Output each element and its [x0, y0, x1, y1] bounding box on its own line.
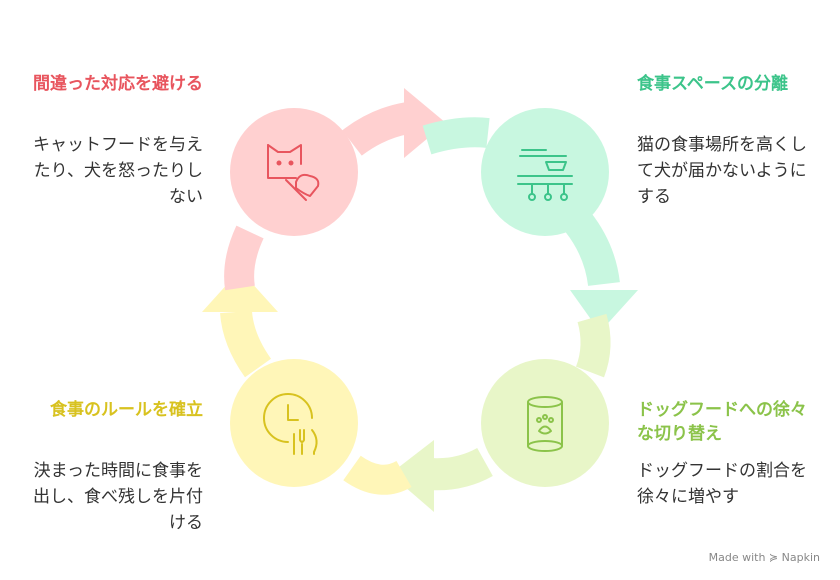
step-title-establish-rules: 食事のルールを確立 — [50, 400, 203, 420]
step-description-establish-rules: 決まった時間に食事を出し、食べ残しを片付ける — [33, 461, 203, 533]
step-circle-establish-rules — [230, 359, 358, 487]
pet-food-can-icon — [527, 396, 563, 452]
step-circle-avoid-mistakes — [230, 108, 358, 236]
arrow-green-to-lime — [565, 212, 638, 378]
step-description-avoid-mistakes: キャットフードを与えたり、犬を怒ったりしない — [33, 135, 203, 207]
step-circle-separate-space — [481, 108, 609, 236]
step-title-switch-food: ドッグフードへの徐々な切り替え — [637, 400, 807, 444]
footer-credit: Made with ≽ Napkin — [708, 551, 820, 564]
arrow-lime-to-yellow — [343, 440, 493, 512]
cat-heart-icon — [267, 144, 320, 201]
step-title-avoid-mistakes: 間違った対応を避ける — [33, 74, 203, 94]
arrow-red-to-green — [342, 88, 490, 158]
step-description-switch-food: ドッグフードの割合を徐々に増やす — [637, 461, 807, 507]
clock-utensils-icon — [263, 393, 318, 455]
elevated-bowl-icon — [517, 149, 573, 201]
arrow-yellow-to-red — [202, 225, 278, 378]
step-description-separate-space: 猫の食事場所を高くして犬が届かないようにする — [637, 135, 807, 207]
step-title-separate-space: 食事スペースの分離 — [637, 74, 788, 94]
step-circle-switch-food — [481, 359, 609, 487]
